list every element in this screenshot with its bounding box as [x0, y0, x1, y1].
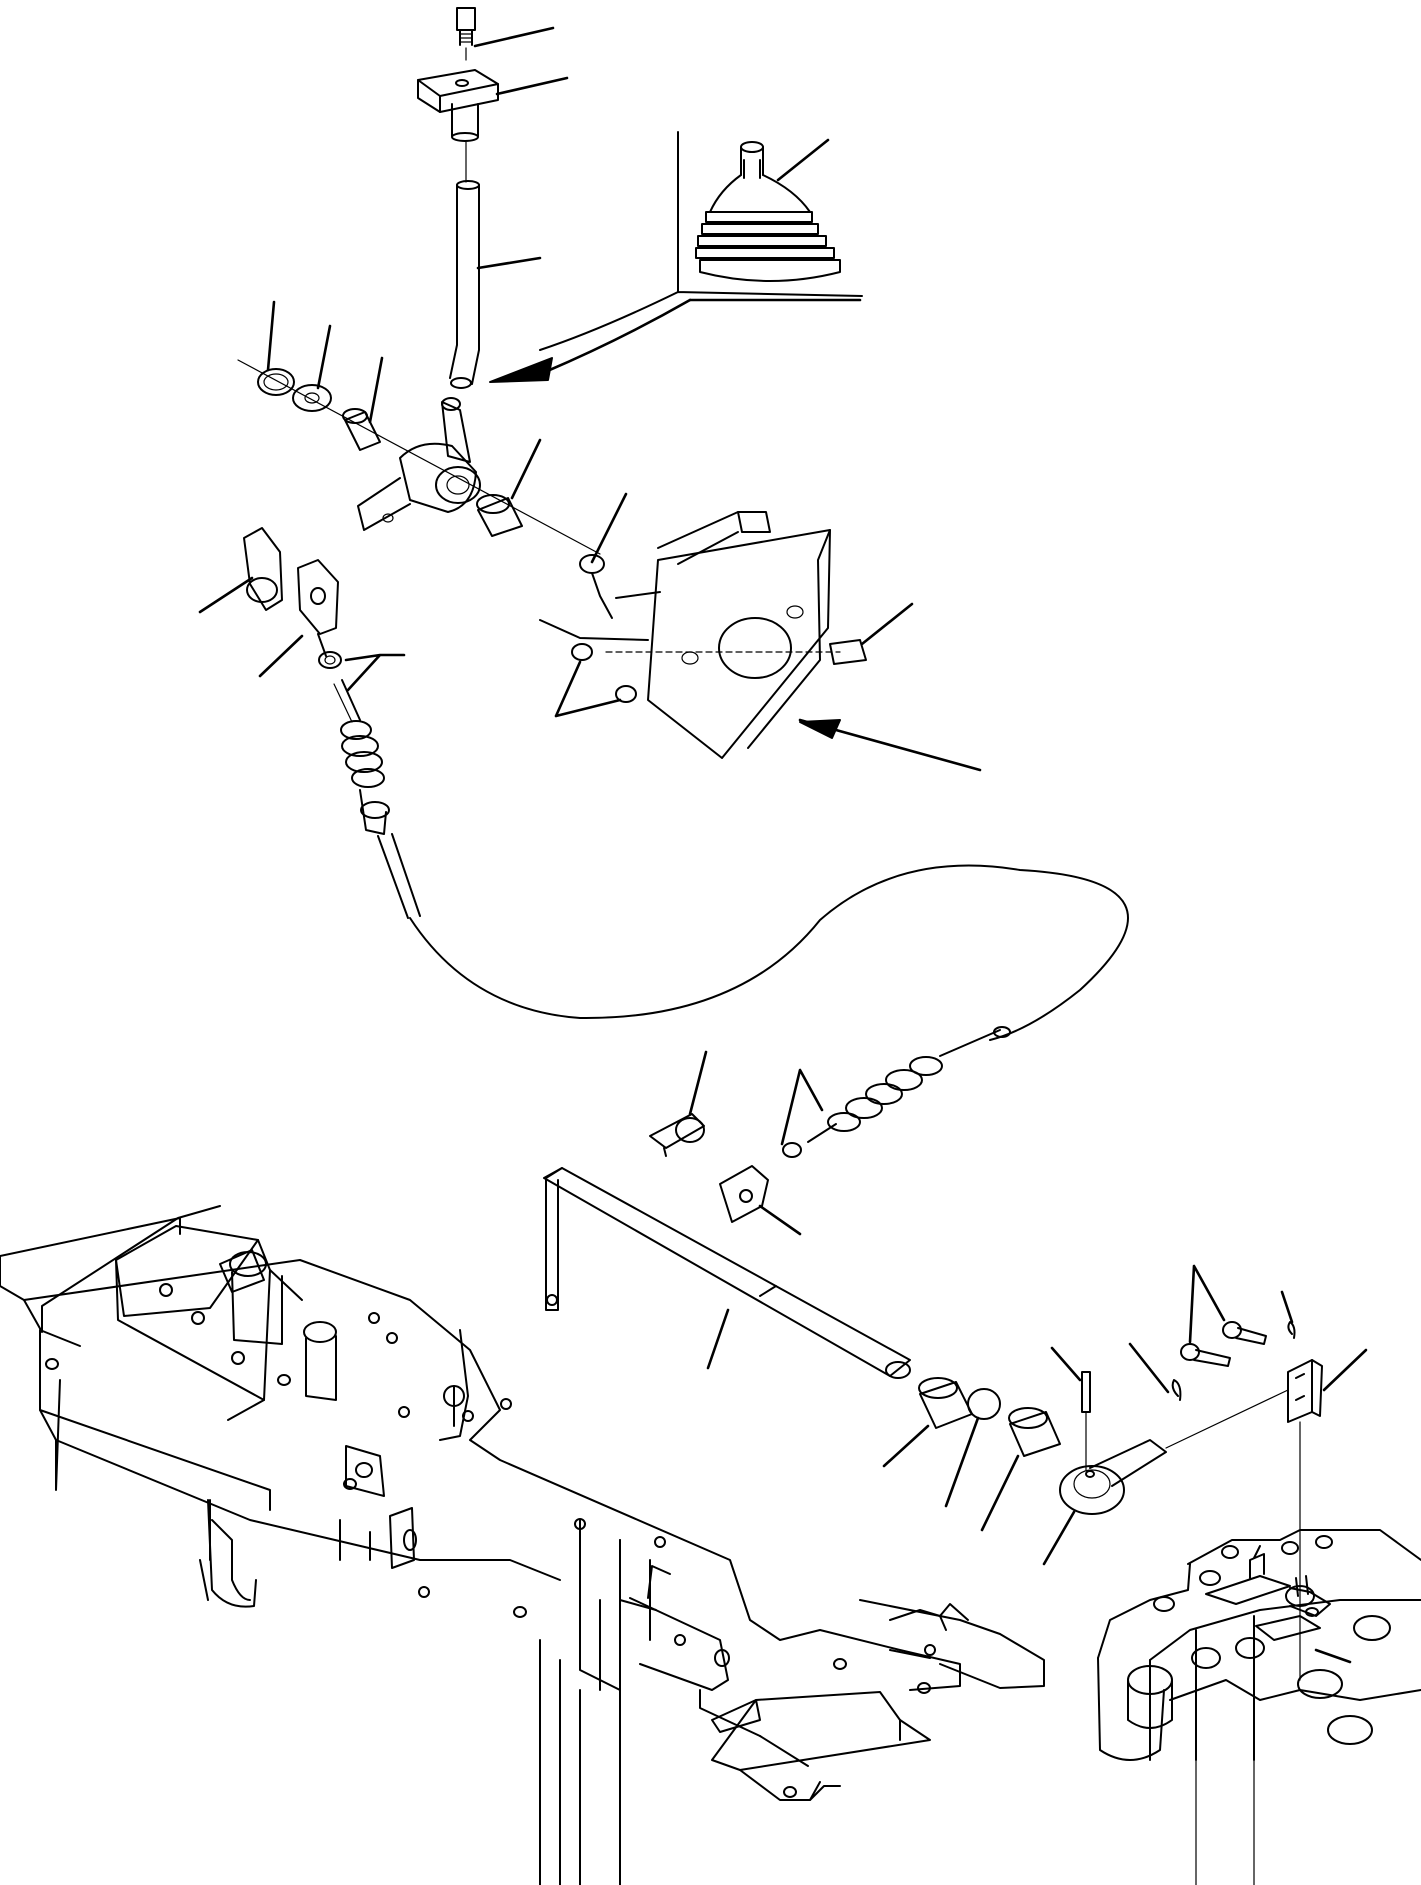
washer: [292, 384, 332, 412]
spring-clip: [243, 527, 283, 611]
bushing: [476, 494, 523, 537]
leader-line: [554, 660, 622, 718]
bushing: [342, 408, 381, 451]
cap-screw: [456, 7, 476, 46]
hex-nut: [571, 643, 637, 703]
main-frame: [0, 1205, 1045, 1885]
leader-line: [368, 356, 384, 424]
bushing: [918, 1377, 973, 1429]
lock-nut: [318, 651, 342, 669]
retaining-ring: [967, 1388, 1001, 1420]
pin: [1180, 1321, 1267, 1367]
leader-line: [510, 438, 542, 500]
control-valve: [1097, 1529, 1421, 1885]
leader-line: [1314, 1648, 1352, 1664]
leader-line: [476, 256, 542, 270]
lever-knob-block: [417, 69, 499, 142]
leader-line: [258, 634, 304, 678]
leader-line: [198, 576, 254, 614]
leader-line: [344, 653, 406, 692]
arrowhead: [799, 719, 841, 739]
leader-line: [980, 1454, 1020, 1532]
leader-line: [495, 76, 569, 96]
leader-line: [473, 26, 555, 48]
leader-line: [776, 138, 830, 182]
leader-line: [266, 300, 276, 372]
leader-line: [1280, 1290, 1294, 1324]
lever-shaft-yoke: [357, 397, 481, 531]
hex-bolt: [579, 554, 613, 619]
clip-pin: [1171, 1321, 1296, 1401]
flange-bolt: [829, 639, 867, 665]
install-arrow: [489, 131, 863, 383]
leader-line: [688, 1050, 708, 1116]
spring-clip: [649, 1113, 705, 1157]
leader-line: [758, 1204, 802, 1236]
roll-pin: [1081, 1371, 1091, 1471]
link-plate: [1287, 1359, 1323, 1423]
leader-line: [1042, 1510, 1076, 1566]
shaft-arm: [1059, 1439, 1167, 1515]
leader-line: [882, 1424, 930, 1468]
boot-cover: [695, 141, 841, 282]
clevis: [719, 1165, 769, 1223]
leader-line: [944, 1416, 980, 1508]
leader-line: [706, 1308, 730, 1370]
assembly-axis-line: [237, 359, 601, 555]
lever-rod: [449, 180, 480, 389]
leader-line: [780, 1068, 824, 1146]
leader-line: [1322, 1348, 1368, 1392]
assembly-axis-line: [1165, 1389, 1289, 1449]
mounting-bracket: [539, 511, 841, 759]
lever-assembly: [198, 7, 863, 692]
leader-line: [860, 602, 914, 646]
leader-line: [1128, 1342, 1170, 1394]
leader-line: [590, 492, 628, 564]
clevis: [297, 559, 339, 657]
control-cable: [333, 679, 1129, 1158]
cross-shaft: [543, 1167, 911, 1379]
leader-line: [316, 324, 332, 390]
leader-line: [1188, 1264, 1226, 1344]
leader-line: [1050, 1346, 1082, 1382]
retaining-ring: [257, 368, 295, 396]
bushing: [1008, 1407, 1061, 1457]
